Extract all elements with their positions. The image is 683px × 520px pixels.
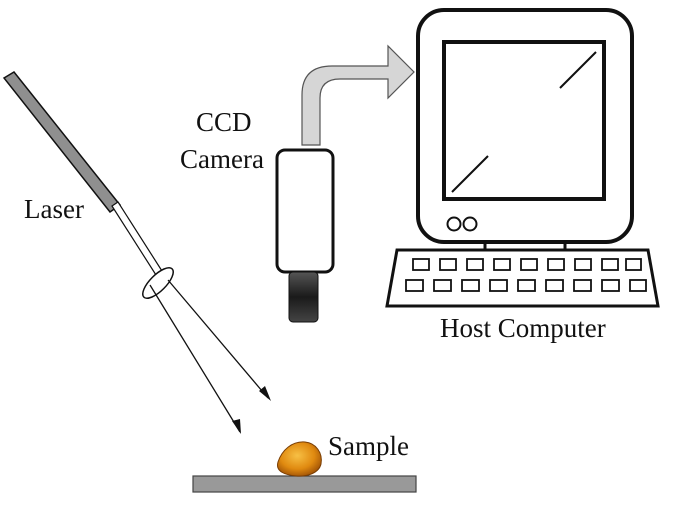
camera-lens	[288, 271, 319, 323]
camera-label: Camera	[180, 144, 264, 174]
camera-body	[275, 148, 335, 274]
host-computer	[385, 8, 660, 308]
power-button-1	[446, 216, 462, 232]
beam-1-arrowhead	[232, 419, 241, 434]
stage-plate	[192, 475, 417, 493]
beam-2-arrowhead	[259, 386, 271, 401]
sample-label: Sample	[328, 431, 409, 461]
sample-kernel	[277, 441, 322, 477]
keyboard-keys	[405, 258, 647, 292]
power-button-2	[462, 216, 478, 232]
laser-tube	[2, 71, 122, 214]
beam-2	[167, 279, 269, 399]
screen-glare-1	[559, 51, 597, 89]
sample-stage	[192, 441, 417, 493]
laser-beams	[149, 279, 271, 434]
laser-fiber	[111, 201, 163, 276]
monitor-screen	[442, 40, 606, 201]
beam-1	[149, 284, 241, 433]
signal-arrow	[301, 44, 415, 146]
ccd-label: CCD	[196, 107, 252, 137]
focusing-lens	[142, 267, 174, 299]
screen-glare-2	[451, 155, 489, 193]
host-computer-label: Host Computer	[440, 313, 606, 343]
laser-label: Laser	[24, 194, 84, 224]
laser	[2, 71, 174, 299]
ccd-camera	[275, 148, 335, 323]
